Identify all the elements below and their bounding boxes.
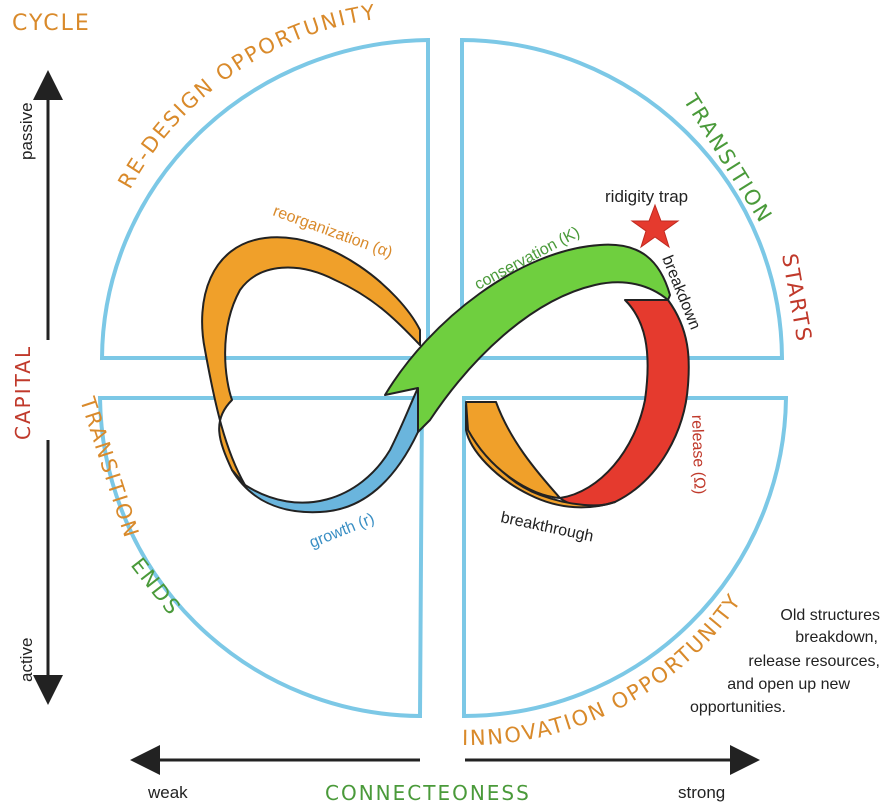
conservation-band xyxy=(384,243,671,433)
note-line: release resources, xyxy=(748,653,880,670)
quadrant-top-right-title-a: TRANSITION xyxy=(678,89,777,228)
frame-top-left xyxy=(99,37,430,360)
y-axis-top-label: passive xyxy=(17,102,36,160)
phase-release-label: release (Ω) xyxy=(688,415,708,495)
note-line: Old structures xyxy=(780,607,880,624)
y-axis-title: CAPITAL xyxy=(11,345,35,440)
ridigity-trap-label: ridigity trap xyxy=(605,187,688,206)
quadrant-bottom-right-text: INNOVATION OPPORTUNITY xyxy=(462,589,744,750)
phase-growth-label: growth (r) xyxy=(307,510,377,551)
growth-band xyxy=(231,387,419,514)
x-axis-right-label: strong xyxy=(678,783,725,802)
frame-top-right xyxy=(460,37,785,360)
frame-bottom-right xyxy=(462,396,789,719)
breakthrough-label: breakthrough xyxy=(499,509,595,545)
corner-title: CYCLE xyxy=(12,11,91,36)
quadrant-bottom-left-title-a: TRANSITION xyxy=(75,393,144,542)
frame-bottom-left xyxy=(97,396,425,719)
note-line: and open up new xyxy=(727,676,850,693)
release-band xyxy=(559,299,690,508)
note-line: opportunities. xyxy=(690,699,786,716)
y-axis-bottom-label: active xyxy=(17,638,36,682)
axes xyxy=(33,70,760,775)
breakthrough-band-outer xyxy=(465,401,561,499)
note-line: breakdown, xyxy=(795,629,878,646)
reorganization-band xyxy=(201,236,421,486)
quadrant-bottom-right-title: INNOVATION OPPORTUNITY xyxy=(462,589,746,750)
quadrant-frames xyxy=(97,37,789,719)
ridigity-trap-star xyxy=(630,203,680,249)
infinity-ribbon xyxy=(201,236,690,514)
note-block: Old structures breakdown, release resour… xyxy=(690,607,880,716)
quadrant-bottom-left-title-b: ENDS xyxy=(126,553,186,620)
quadrant-top-right-title-b: STARTS xyxy=(777,252,816,345)
x-axis-title: CONNECTEONESS xyxy=(325,781,531,805)
x-axis-left-label: weak xyxy=(147,783,188,802)
